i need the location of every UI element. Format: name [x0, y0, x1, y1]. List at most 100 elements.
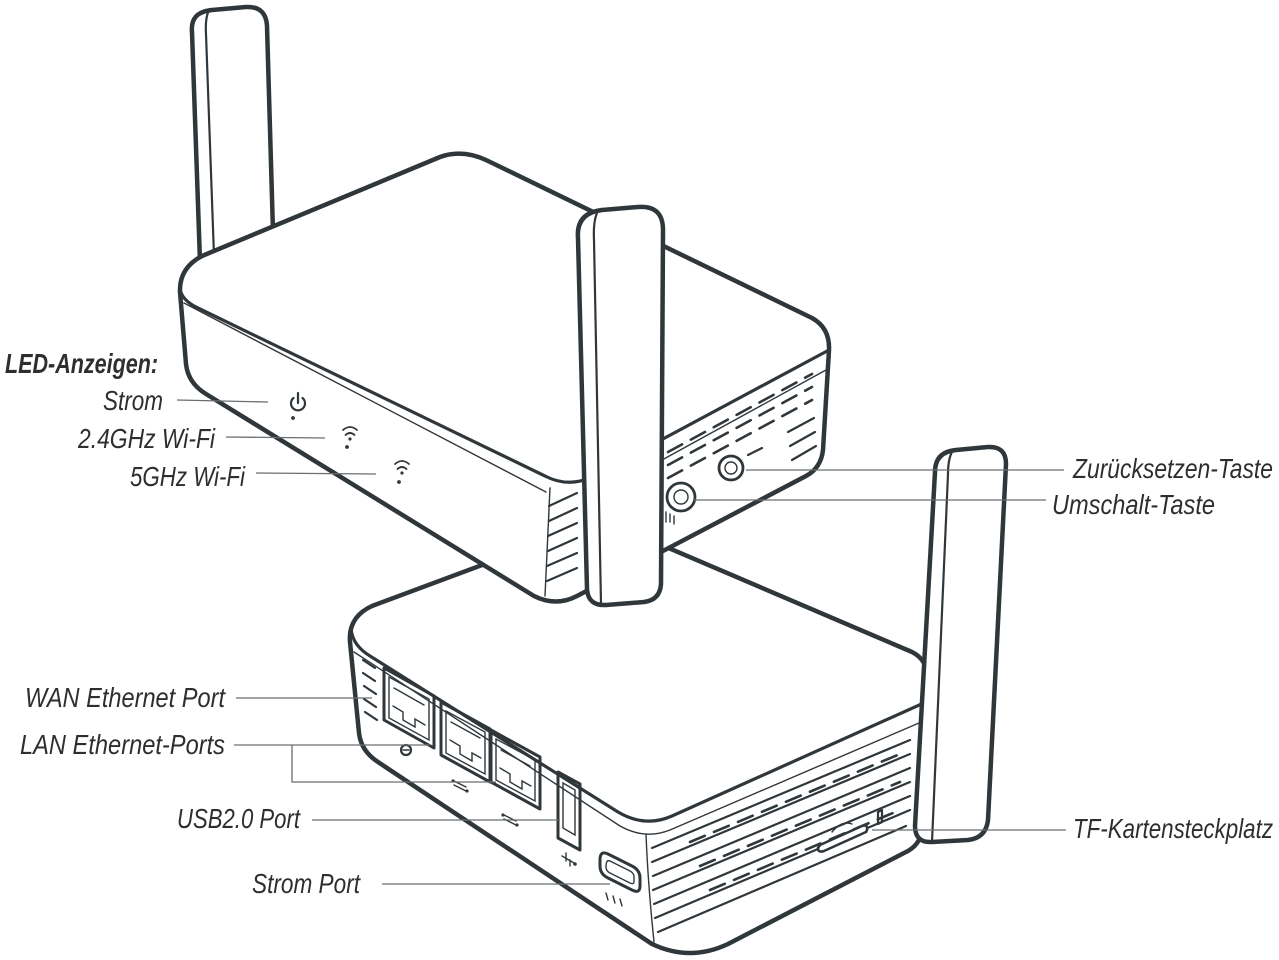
- upper-router-front-antenna: [575, 204, 666, 608]
- wifi-icon: [342, 426, 358, 436]
- upper-router-body: [177, 151, 832, 604]
- vent-stripe-shade: [698, 780, 902, 868]
- antenna-body: [912, 444, 1009, 845]
- label-wifi-5-led: 5GHz Wi-Fi: [130, 461, 246, 492]
- lower-router-vent-stripes: [650, 738, 912, 934]
- power-port: [598, 851, 642, 907]
- vent-stripe: [651, 766, 912, 878]
- label-wan-port: WAN Ethernet Port: [25, 682, 226, 713]
- port-latch: [499, 767, 532, 791]
- vent-slot: [790, 444, 818, 462]
- vent-stripe-shade: [708, 808, 902, 892]
- vent-slot: [362, 697, 378, 709]
- power-port-frame: [598, 851, 642, 893]
- vent-slot: [547, 491, 579, 508]
- label-reset-button: Zurücksetzen-Taste: [1072, 453, 1273, 484]
- upper-router-lip: [183, 302, 547, 493]
- vent-stripe-shade: [688, 752, 902, 844]
- upper-router-lip-right: [661, 369, 827, 461]
- lower-router-lip: [353, 651, 927, 835]
- sd-card-icon: [831, 822, 853, 833]
- reset-button-mark: [746, 446, 764, 457]
- label-usb-port: USB2.0 Port: [177, 803, 301, 834]
- power-led: [289, 391, 307, 420]
- vent-slot: [546, 521, 579, 538]
- tf-card-slot: [816, 808, 884, 853]
- vent-slot: [361, 671, 377, 683]
- vent-stripe: [666, 372, 814, 454]
- port-socket: [445, 709, 486, 776]
- vent-stripe: [666, 398, 814, 480]
- lower-router-top-edge: [349, 626, 928, 823]
- antenna-body: [575, 204, 666, 608]
- vent-slot: [362, 684, 378, 696]
- wifi-24-led: [342, 426, 358, 449]
- lower-router-corner: [645, 833, 655, 943]
- leader-wifi-5-led: [255, 472, 377, 475]
- power-icon: [289, 391, 307, 412]
- upper-router-vent-stripes: [666, 372, 818, 480]
- tf-slot-mark: [876, 808, 884, 826]
- led-dot: [345, 445, 349, 449]
- vent-slot: [361, 658, 377, 670]
- vent-stripe: [656, 824, 908, 934]
- vent-slot: [788, 430, 817, 448]
- lower-router-antenna: [912, 444, 1009, 845]
- port-contacts: [500, 749, 531, 767]
- port-frame: [382, 666, 436, 750]
- label-power-led: Strom: [103, 385, 163, 416]
- leader-power-led: [176, 399, 269, 403]
- label-power-port: Strom Port: [252, 868, 361, 899]
- antenna-edge: [930, 448, 955, 844]
- antenna-edge: [592, 209, 603, 606]
- vent-stripe: [650, 738, 912, 850]
- tf-slot-opening: [816, 824, 869, 853]
- led-dot: [397, 480, 401, 484]
- usb-port: [556, 770, 582, 852]
- label-tf-slot: TF-Kartensteckplatz: [1073, 813, 1273, 844]
- usb-icon: [561, 852, 577, 867]
- upper-router: [177, 151, 832, 604]
- vent-slot: [546, 536, 579, 553]
- toggle-button: [665, 481, 697, 525]
- upper-router-corner-vents: [545, 491, 579, 583]
- power-port-socket: [605, 859, 635, 885]
- label-toggle-button: Umschalt-Taste: [1052, 489, 1215, 520]
- label-wifi-24-led: 2.4GHz Wi-Fi: [77, 423, 215, 454]
- vent-slot: [786, 416, 816, 434]
- toggle-button-marks: [665, 511, 675, 525]
- port-socket: [388, 675, 430, 742]
- power-port-marks: [605, 892, 623, 907]
- label-lan-ports: LAN Ethernet-Ports: [20, 729, 225, 760]
- lower-router-side-vents: [361, 658, 379, 722]
- port-latch: [449, 739, 482, 763]
- vent-slot: [545, 551, 579, 568]
- wifi-icon: [394, 460, 410, 470]
- leader-lines: [176, 399, 1066, 885]
- reset-button: [717, 446, 764, 482]
- port-frame: [489, 728, 542, 811]
- leader-lan-ports: [234, 744, 496, 783]
- usb-port-socket: [562, 781, 576, 837]
- led-dot: [291, 416, 295, 420]
- labels: LED-Anzeigen: Strom 2.4GHz Wi-Fi 5GHz Wi…: [5, 348, 1273, 899]
- port-contacts: [450, 721, 481, 739]
- vent-stripe: [650, 752, 912, 864]
- vent-slot: [545, 566, 579, 583]
- antenna-edge: [204, 8, 216, 258]
- vent-stripe: [666, 385, 814, 467]
- lower-router: [347, 517, 931, 956]
- wan-ethernet-port: [382, 666, 436, 750]
- usb-port-frame: [556, 770, 582, 852]
- vent-stripe: [651, 780, 912, 892]
- vent-slot: [363, 710, 379, 722]
- antenna-body: [189, 4, 276, 265]
- leader-wifi-24-led: [225, 436, 326, 439]
- port-contacts: [393, 687, 425, 706]
- port-socket: [495, 737, 536, 803]
- wifi-5-led: [394, 460, 410, 484]
- vent-slot: [547, 506, 579, 523]
- lan-ethernet-port-2: [489, 728, 542, 811]
- upper-router-back-antenna: [189, 4, 276, 265]
